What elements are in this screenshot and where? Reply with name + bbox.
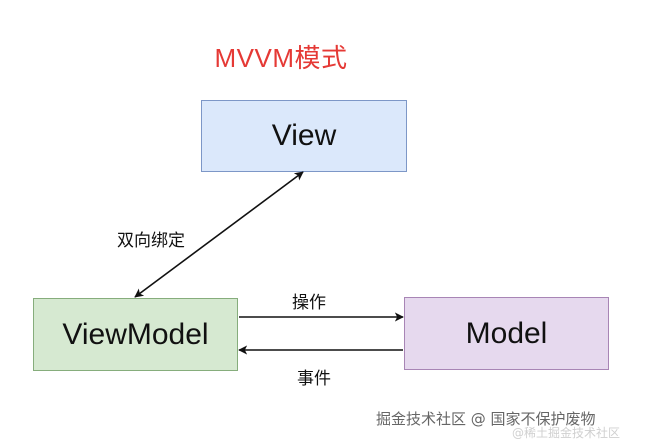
binding-label: 双向绑定: [117, 231, 185, 251]
model-node-label: Model: [465, 316, 548, 350]
event-label: 事件: [297, 369, 331, 389]
view-node: View: [201, 100, 407, 172]
watermark-faint: @稀土掘金技术社区: [512, 426, 621, 440]
view-node-label: View: [271, 119, 337, 152]
viewmodel-node: ViewModel: [33, 298, 238, 371]
viewmodel-node-label: ViewModel: [62, 317, 209, 351]
diagram-title: MVVM模式: [214, 43, 348, 73]
operation-label: 操作: [292, 293, 326, 313]
watermark: 掘金技术社区 @ 国家不保护废物: [376, 410, 596, 428]
model-node: Model: [404, 297, 609, 370]
binding-arrow: [134, 171, 304, 298]
